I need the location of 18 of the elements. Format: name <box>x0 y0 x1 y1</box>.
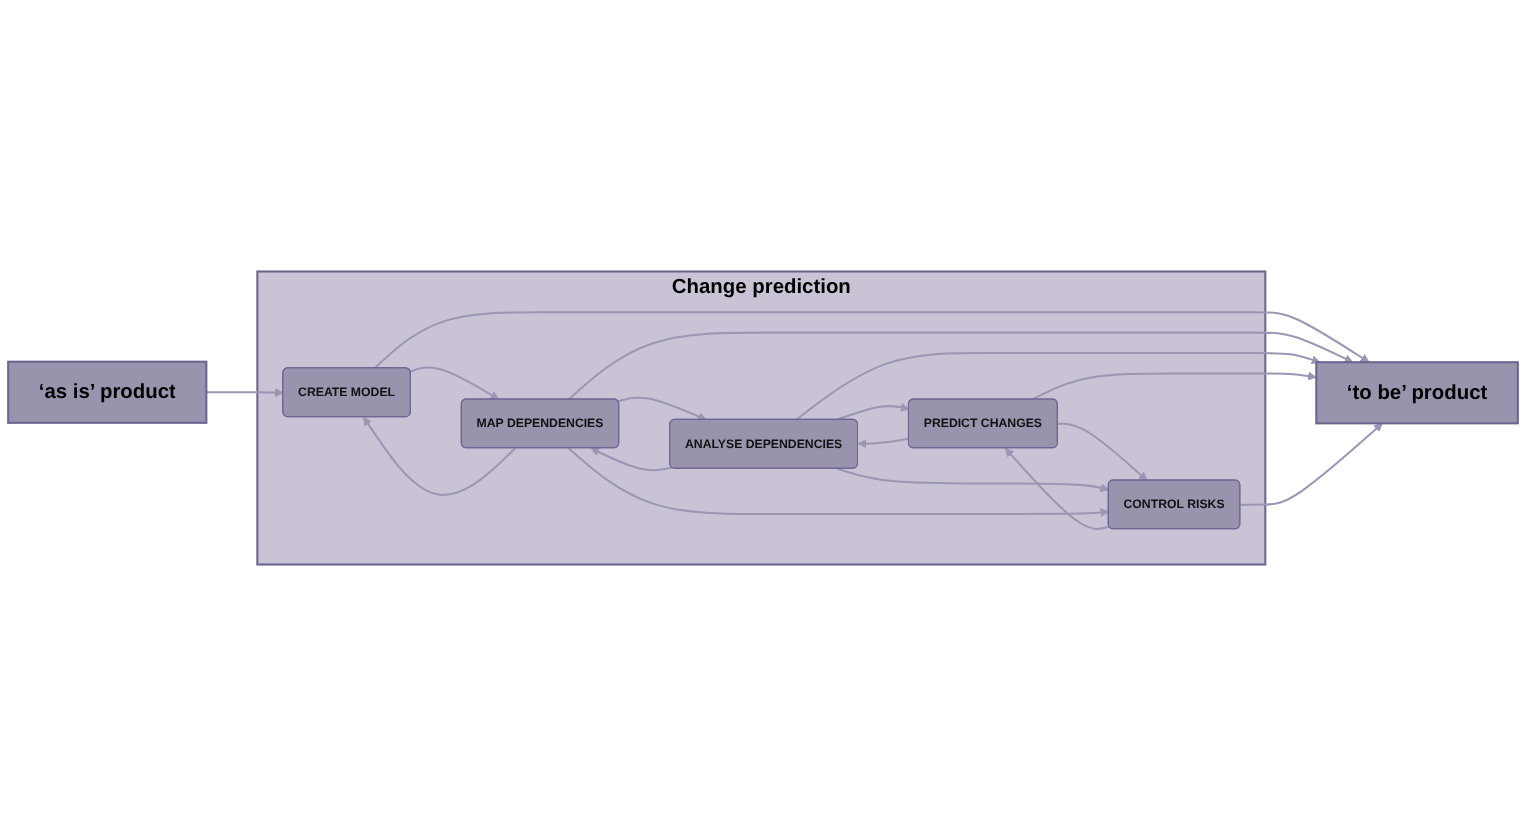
arrow <box>373 311 1370 370</box>
arrow <box>1240 422 1383 506</box>
arrow <box>590 447 673 472</box>
arrow <box>1031 371 1317 401</box>
arrow <box>837 467 1110 493</box>
arrow <box>410 366 500 400</box>
node-box: ‘as is’ product <box>7 360 208 424</box>
arrow <box>836 402 910 421</box>
arrow <box>567 331 1354 401</box>
arrow <box>795 352 1321 421</box>
arrow <box>363 416 516 496</box>
arrow <box>1057 422 1148 481</box>
arrow <box>1004 447 1110 530</box>
node-box: ‘to be’ product <box>1315 361 1519 425</box>
arrow <box>857 437 910 449</box>
arrow <box>206 388 284 398</box>
arrow <box>567 447 1110 517</box>
arrow <box>617 396 707 421</box>
